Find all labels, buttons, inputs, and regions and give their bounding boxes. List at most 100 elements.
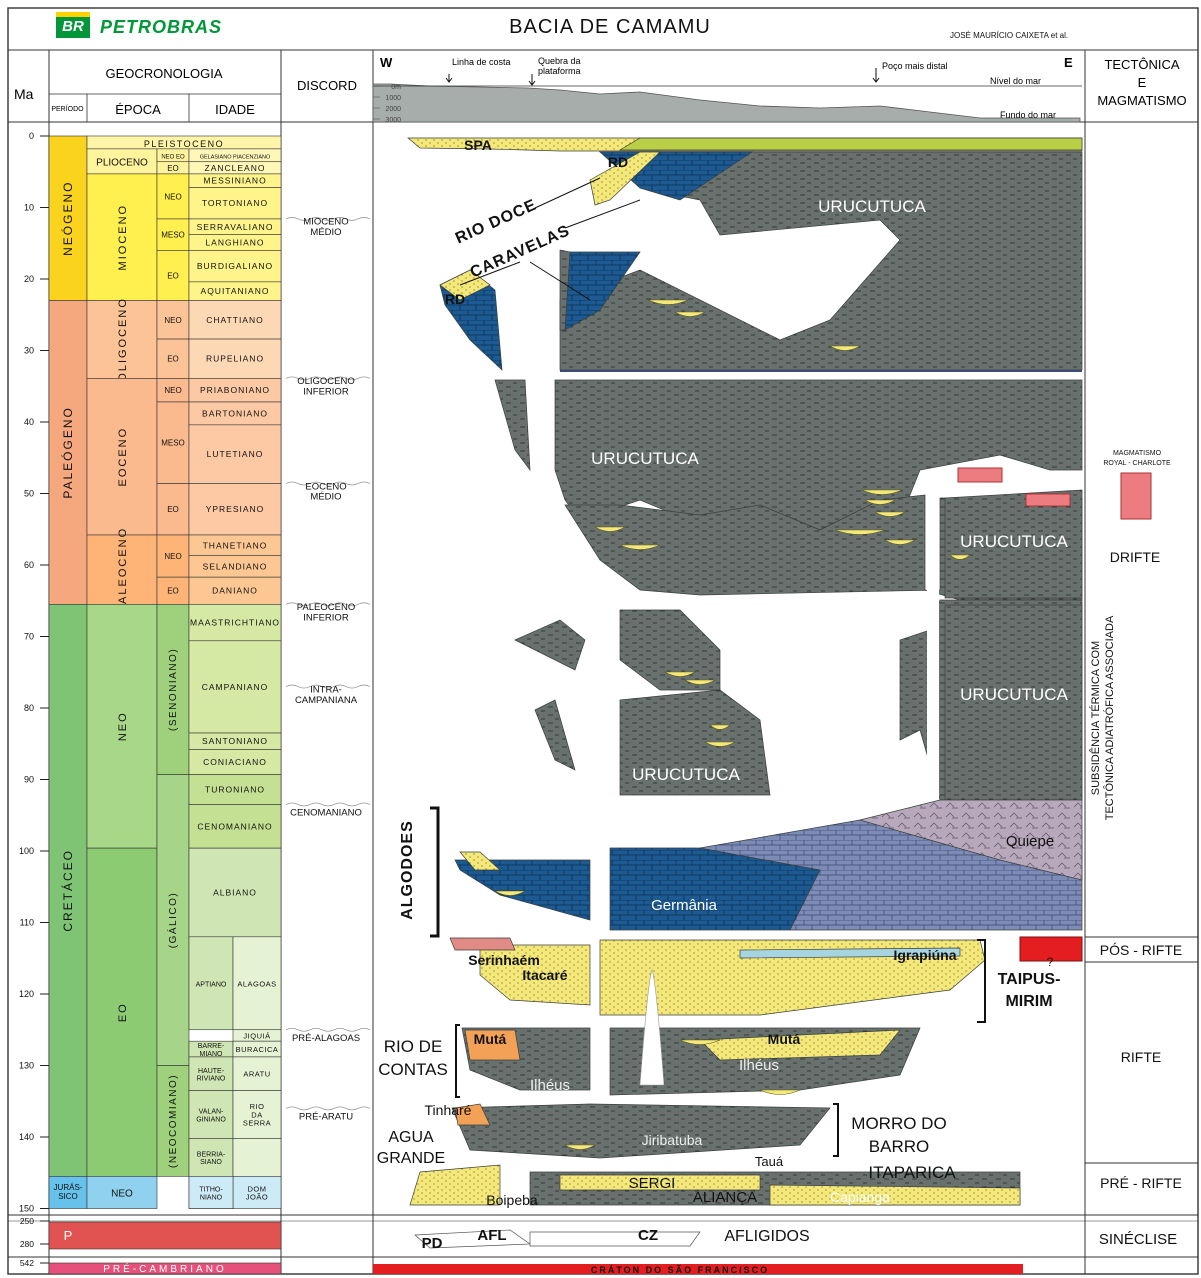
formation-arrow (459, 261, 521, 286)
discord-header: DISCORD (297, 78, 357, 93)
age-label-intl: VALAN-GINIANO (196, 1109, 226, 1124)
agua-grande-label-2: GRANDE (377, 1150, 445, 1167)
age-cell (188, 576, 282, 605)
magmatism-box (1025, 493, 1071, 507)
sand-lens (828, 345, 862, 351)
age-cell-intl (188, 1090, 234, 1139)
age-label: LANGHIANO (205, 238, 264, 248)
formation-arrow (529, 261, 591, 301)
ma-tick-label: 110 (20, 918, 34, 928)
profile-arrow-head (528, 80, 536, 86)
petrobras-logo: BR (56, 12, 90, 38)
epoch-label: EO (117, 1002, 129, 1022)
sub-epoch-label: NEO EO (161, 154, 185, 160)
sub-epoch-label: MESO (161, 439, 185, 448)
capianga-label: Capianga (830, 1189, 890, 1205)
age-cell (188, 187, 282, 220)
muta-label-right: Mutá (768, 1031, 801, 1047)
age-cell-intl (188, 1056, 234, 1091)
epoch-label: MIOCENO (117, 204, 129, 271)
discordance-label: CENOMANIANO (290, 808, 362, 819)
taipus-label-1: TAIPUS- (998, 971, 1061, 988)
east-label: E (1064, 55, 1073, 70)
sand-lens (683, 679, 717, 685)
series-label: (SENONIANO) (168, 648, 179, 731)
algodoes-carbonate-left (454, 859, 591, 921)
agua-grande-label-1: AGUA (388, 1129, 434, 1146)
sand-lens (949, 554, 971, 560)
drifte-label: DRIFTE (1110, 549, 1161, 565)
age-label: ALBIANO (213, 887, 257, 897)
age-label-intl: BARRE-MIANO (198, 1043, 225, 1058)
rio-contas-label-2: CONTAS (378, 1060, 448, 1079)
rio-contas-label-1: RIO DE (384, 1037, 443, 1056)
sand-lens (703, 741, 737, 747)
itacare-label: Itacaré (522, 967, 567, 983)
period-cell (48, 300, 88, 605)
ma-tick-label: 80 (24, 703, 34, 713)
discordance-label: INTRA-CAMPANIANA (295, 684, 358, 705)
rio-contas-bracket (455, 1024, 460, 1098)
geocronologia-header: GEOCRONOLOGIA (105, 66, 223, 81)
sub-epoch-label: NEO (164, 316, 181, 325)
age-label: RUPELIANO (206, 354, 264, 364)
ma-tick-label: 50 (24, 489, 34, 499)
magmatism-label-1: MAGMATISMO (1113, 450, 1162, 457)
muta-orange (464, 1029, 521, 1061)
capianga-sand (769, 1184, 1021, 1206)
ma-tick-label: 20 (24, 274, 34, 284)
age-label: YPRESIANO (206, 504, 265, 514)
sand-lens (493, 890, 527, 896)
depth-label: 3000 (385, 117, 401, 124)
shelf-break-label: Quebra da plataforma (538, 56, 581, 76)
diapir-column (927, 498, 939, 798)
taua-label: Tauá (755, 1154, 784, 1169)
sea-level-label: Nível do mar (990, 76, 1042, 86)
tectonica-line2: E (1137, 75, 1147, 90)
rio-doce-upper (589, 151, 661, 206)
discordance-line (285, 602, 371, 607)
ilheus-label-right: Ilhéus (739, 1057, 779, 1074)
age-cell-intl (188, 1138, 234, 1177)
age-label: AQUITANIANO (201, 286, 270, 296)
discordance-line (285, 217, 371, 221)
age-cell (188, 300, 282, 340)
discordance-line (285, 481, 371, 486)
igrapiuna-label: Igrapiúna (893, 947, 956, 963)
age-cell-jurassic (188, 1176, 234, 1209)
age-cell (188, 250, 282, 283)
sub-epoch-label: NEO (164, 386, 181, 395)
shelf-green-band (618, 137, 1083, 151)
pos-rifte-red-box (1019, 936, 1083, 962)
age-label: CENOMANIANO (197, 821, 272, 831)
sub-epoch-cell (156, 483, 190, 536)
sergi-label: SERGI (629, 1175, 676, 1192)
sand-lens (834, 529, 886, 535)
age-label: SELANDIANO (203, 561, 268, 571)
series-cell (156, 604, 190, 775)
ma-tick-label: 100 (19, 846, 34, 856)
age-label-intl: BERRIA-SIANO (197, 1152, 226, 1167)
craton-label: CRÁTON DO SÃO FRANCISCO (591, 1265, 769, 1275)
depth-label: 1000 (385, 95, 401, 102)
age-label: TURONIANO (205, 785, 265, 795)
sand-lens (647, 299, 689, 305)
sand-lens (883, 539, 917, 545)
age-cell-local (232, 936, 282, 1031)
serinhaem-red (449, 937, 516, 951)
formation-arrow (564, 199, 641, 229)
pd-label: PD (422, 1235, 443, 1252)
urucutuca-k-left2 (534, 699, 576, 771)
sub-epoch-label: EO (167, 164, 179, 173)
urucutuca-campanian (619, 689, 771, 796)
age-label: GELASIANO PIACENZIANO (200, 154, 271, 160)
periodo-header: PERÍODO (51, 106, 84, 113)
urucutuca-label-4: URUCUTUCA (960, 685, 1068, 704)
itaparica-label: ITAPARICA (868, 1163, 956, 1182)
alianca-label: ALIANÇA (693, 1189, 757, 1206)
algodoes-sand (459, 851, 501, 871)
idade-header: IDADE (215, 102, 255, 117)
epoch-label: PLIOCENO (96, 157, 148, 168)
